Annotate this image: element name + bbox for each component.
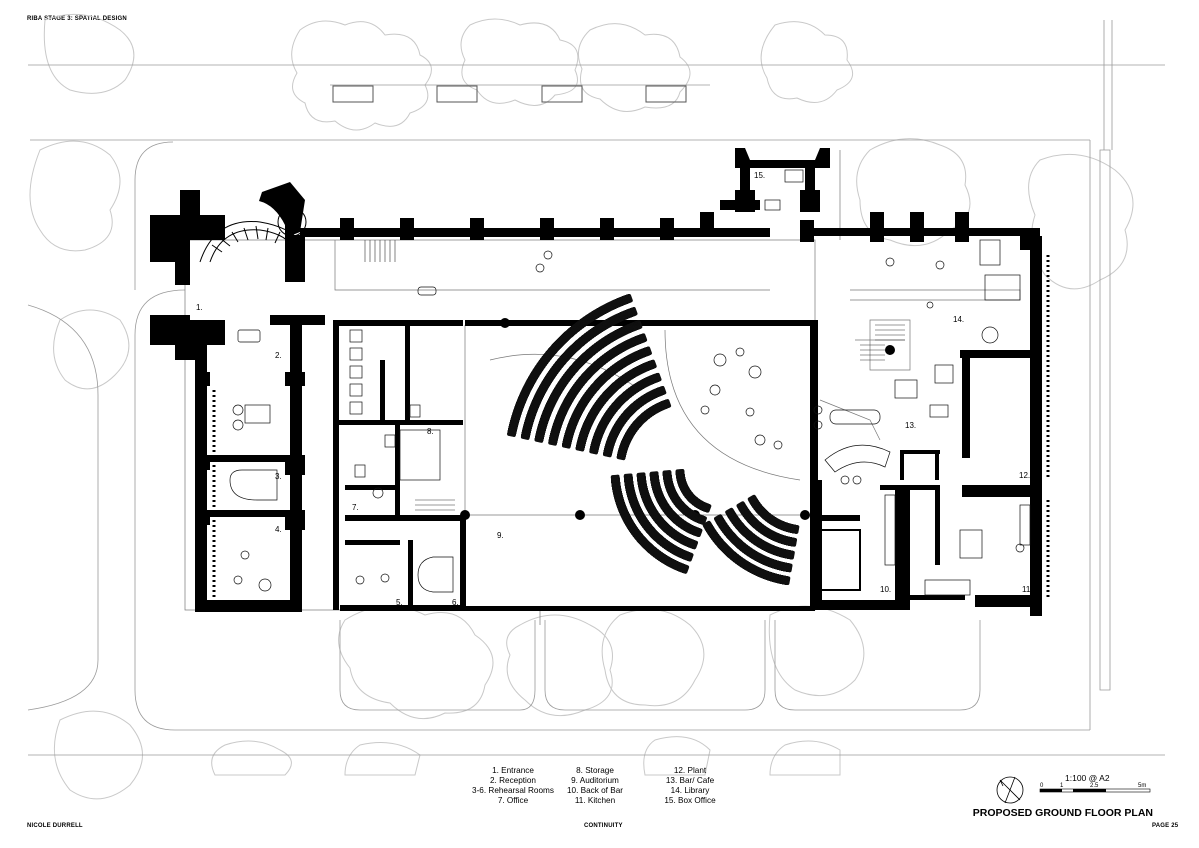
author-label: NICOLE DURRELL <box>27 823 83 829</box>
auditorium-seating <box>507 293 800 585</box>
seat <box>661 399 672 410</box>
stairs <box>364 240 905 511</box>
stage-label: RIBA STAGE 3: SPATIAL DESIGN <box>27 16 127 22</box>
page-number: PAGE 25 <box>1152 823 1179 829</box>
walls <box>150 148 1042 616</box>
project-label: CONTINUITY <box>584 823 623 829</box>
garden-planters <box>332 85 687 103</box>
entrance-spiral-stair <box>199 207 307 263</box>
site-lines <box>27 20 1165 756</box>
